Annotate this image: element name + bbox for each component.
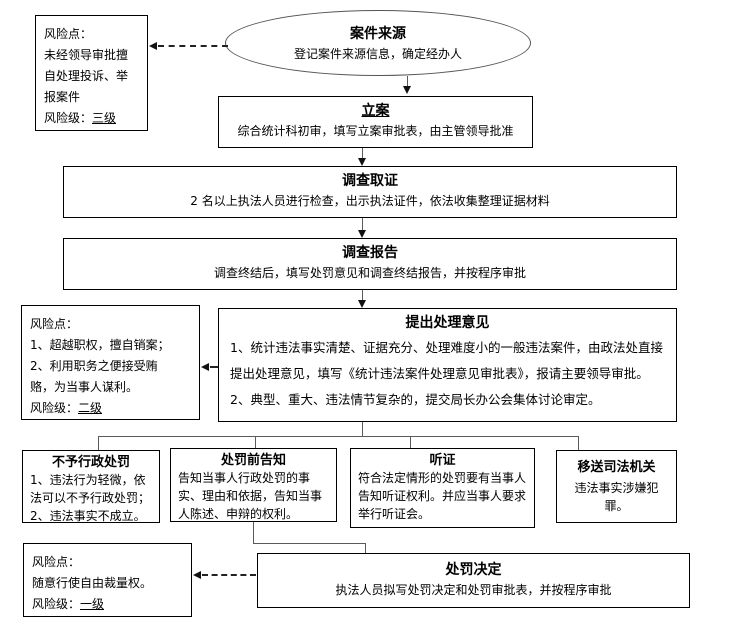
- node-transfer-judicial: 移送司法机关 违法事实涉嫌犯罪。: [556, 450, 677, 523]
- risk3-body: 未经领导审批擅 自处理投诉、举 报案件: [44, 48, 129, 104]
- node-no-penalty: 不予行政处罚 1、违法行为轻微，依法可以不予行政处罚； 2、违法事实不成立。: [22, 450, 160, 523]
- node-opinion-body-2: 2、典型、重大、违法情节复杂的，提交局长办公会集体讨论审定。: [230, 392, 601, 407]
- node-evidence-body: 2 名以上执法人员进行检查，出示执法证件，依法收集整理证据材料: [190, 194, 550, 208]
- connector-drop-hearing: [410, 436, 411, 448]
- node-report-body: 调查终结后，填写处罚意见和调查终结报告，并按程序审批: [213, 266, 526, 280]
- node-hearing: 听证 符合法定情形的处罚要有当事人告知听证权利。并应当事人要求举行听证会。: [350, 448, 535, 528]
- node-notice-title: 处罚前告知: [220, 453, 286, 468]
- node-no-penalty-body: 1、违法行为轻微，依法可以不予行政处罚； 2、违法事实不成立。: [30, 473, 151, 523]
- arrow-report-to-opinion-line: [362, 290, 363, 301]
- risk-box-level2: 风险点： 1、超越职权，擅自销案； 2、利用职务之便接受贿 赂，为当事人谋利。 …: [21, 305, 200, 420]
- arrow-filing-to-evidence-head: [358, 158, 366, 166]
- risk-box-level1: 风险点： 随意行使自由裁量权。 风险级：一级: [23, 543, 192, 617]
- node-case-source: 案件来源 登记案件来源信息，确定经办人: [225, 10, 531, 76]
- risk1-point-label: 风险点：: [32, 555, 81, 569]
- node-evidence-title: 调查取证: [342, 173, 398, 189]
- risk1-level-line: 风险级：一级: [32, 594, 183, 615]
- risk3-level-value: 三级: [92, 111, 117, 125]
- connector-opinion-stem: [362, 422, 363, 437]
- risk1-level-label: 风险级：: [32, 597, 81, 611]
- node-report-title: 调查报告: [342, 245, 398, 261]
- node-filing: 立案 综合统计科初审，填写立案审批表，由主管领导批准: [218, 96, 533, 148]
- dashed-connector-decision-to-risk1: [202, 574, 256, 576]
- connector-notice-elbow: [253, 543, 366, 544]
- node-transfer-body: 违法事实涉嫌犯罪。: [574, 481, 659, 513]
- node-opinion-title: 提出处理意见: [405, 315, 490, 331]
- arrow-evidence-to-report-head: [358, 230, 366, 238]
- node-notice: 处罚前告知 告知当事人行政处罚的事实、理由和依据，告知当事人陈述、申辩的权利。: [170, 448, 337, 522]
- arrow-filing-to-evidence-line: [362, 148, 363, 159]
- connector-drop-notice: [255, 436, 256, 448]
- risk3-level-label: 风险级：: [44, 111, 93, 125]
- connector-drop-no-penalty: [98, 436, 99, 450]
- arrow-source-to-filing-line: [407, 76, 408, 87]
- risk3-point-label: 风险点：: [44, 27, 93, 41]
- connector-notice-stem: [253, 522, 254, 543]
- dashed-connector-source-to-risk3: [158, 45, 228, 47]
- risk2-body: 1、超越职权，擅自销案； 2、利用职务之便接受贿 赂，为当事人谋利。: [30, 338, 170, 394]
- dashed-arrowhead-risk2: [201, 363, 209, 371]
- risk2-point-label: 风险点：: [30, 317, 79, 331]
- connector-decision-drop: [365, 543, 366, 553]
- risk2-level-label: 风险级：: [30, 401, 79, 415]
- dashed-arrowhead-risk1: [193, 571, 201, 579]
- arrow-evidence-to-report-line: [362, 218, 363, 231]
- node-opinion-body-1: 1、统计违法事实清楚、证据充分、处理难度小的一般违法案件，由政法处直接提出处理意…: [230, 340, 663, 381]
- node-decision-title: 处罚决定: [445, 562, 502, 578]
- node-transfer-title: 移送司法机关: [577, 460, 656, 475]
- risk2-level-line: 风险级：二级: [30, 398, 191, 419]
- node-decision-body: 执法人员拟写处罚决定和处罚审批表，并按程序审批: [335, 583, 612, 597]
- node-opinion: 提出处理意见 1、统计违法事实清楚、证据充分、处理难度小的一般违法案件，由政法处…: [218, 308, 677, 422]
- risk1-level-value: 一级: [80, 597, 105, 611]
- risk-box-level3: 风险点： 未经领导审批擅 自处理投诉、举 报案件 风险级：三级: [35, 15, 148, 131]
- node-report: 调查报告 调查终结后，填写处罚意见和调查终结报告，并按程序审批: [63, 238, 677, 290]
- risk3-level-line: 风险级：三级: [44, 108, 139, 129]
- node-filing-body: 综合统计科初审，填写立案审批表，由主管领导批准: [237, 124, 514, 138]
- connector-options-rail: [98, 436, 579, 437]
- dashed-arrowhead-risk3: [149, 42, 157, 50]
- node-opinion-body: 1、统计违法事实清楚、证据充分、处理难度小的一般违法案件，由政法处直接提出处理意…: [219, 333, 676, 415]
- connector-drop-transfer: [578, 436, 579, 450]
- node-case-source-title: 案件来源: [350, 26, 406, 42]
- arrow-source-to-filing-head: [403, 86, 411, 94]
- risk2-level-value: 二级: [78, 401, 103, 415]
- risk1-body: 随意行使自由裁量权。: [32, 576, 153, 590]
- node-hearing-title: 听证: [429, 453, 456, 468]
- node-hearing-body: 符合法定情形的处罚要有当事人告知听证权利。并应当事人要求举行听证会。: [358, 471, 527, 521]
- node-no-penalty-title: 不予行政处罚: [51, 455, 130, 470]
- node-case-source-body: 登记案件来源信息，确定经办人: [293, 47, 462, 61]
- node-filing-title: 立案: [361, 103, 390, 119]
- node-notice-body: 告知当事人行政处罚的事实、理由和依据，告知当事人陈述、申辩的权利。: [178, 471, 323, 521]
- node-evidence: 调查取证 2 名以上执法人员进行检查，出示执法证件，依法收集整理证据材料: [63, 166, 677, 218]
- node-penalty-decision: 处罚决定 执法人员拟写处罚决定和处罚审批表，并按程序审批: [257, 553, 690, 608]
- arrow-report-to-opinion-head: [358, 300, 366, 308]
- dashed-connector-opinion-to-risk2: [210, 366, 219, 368]
